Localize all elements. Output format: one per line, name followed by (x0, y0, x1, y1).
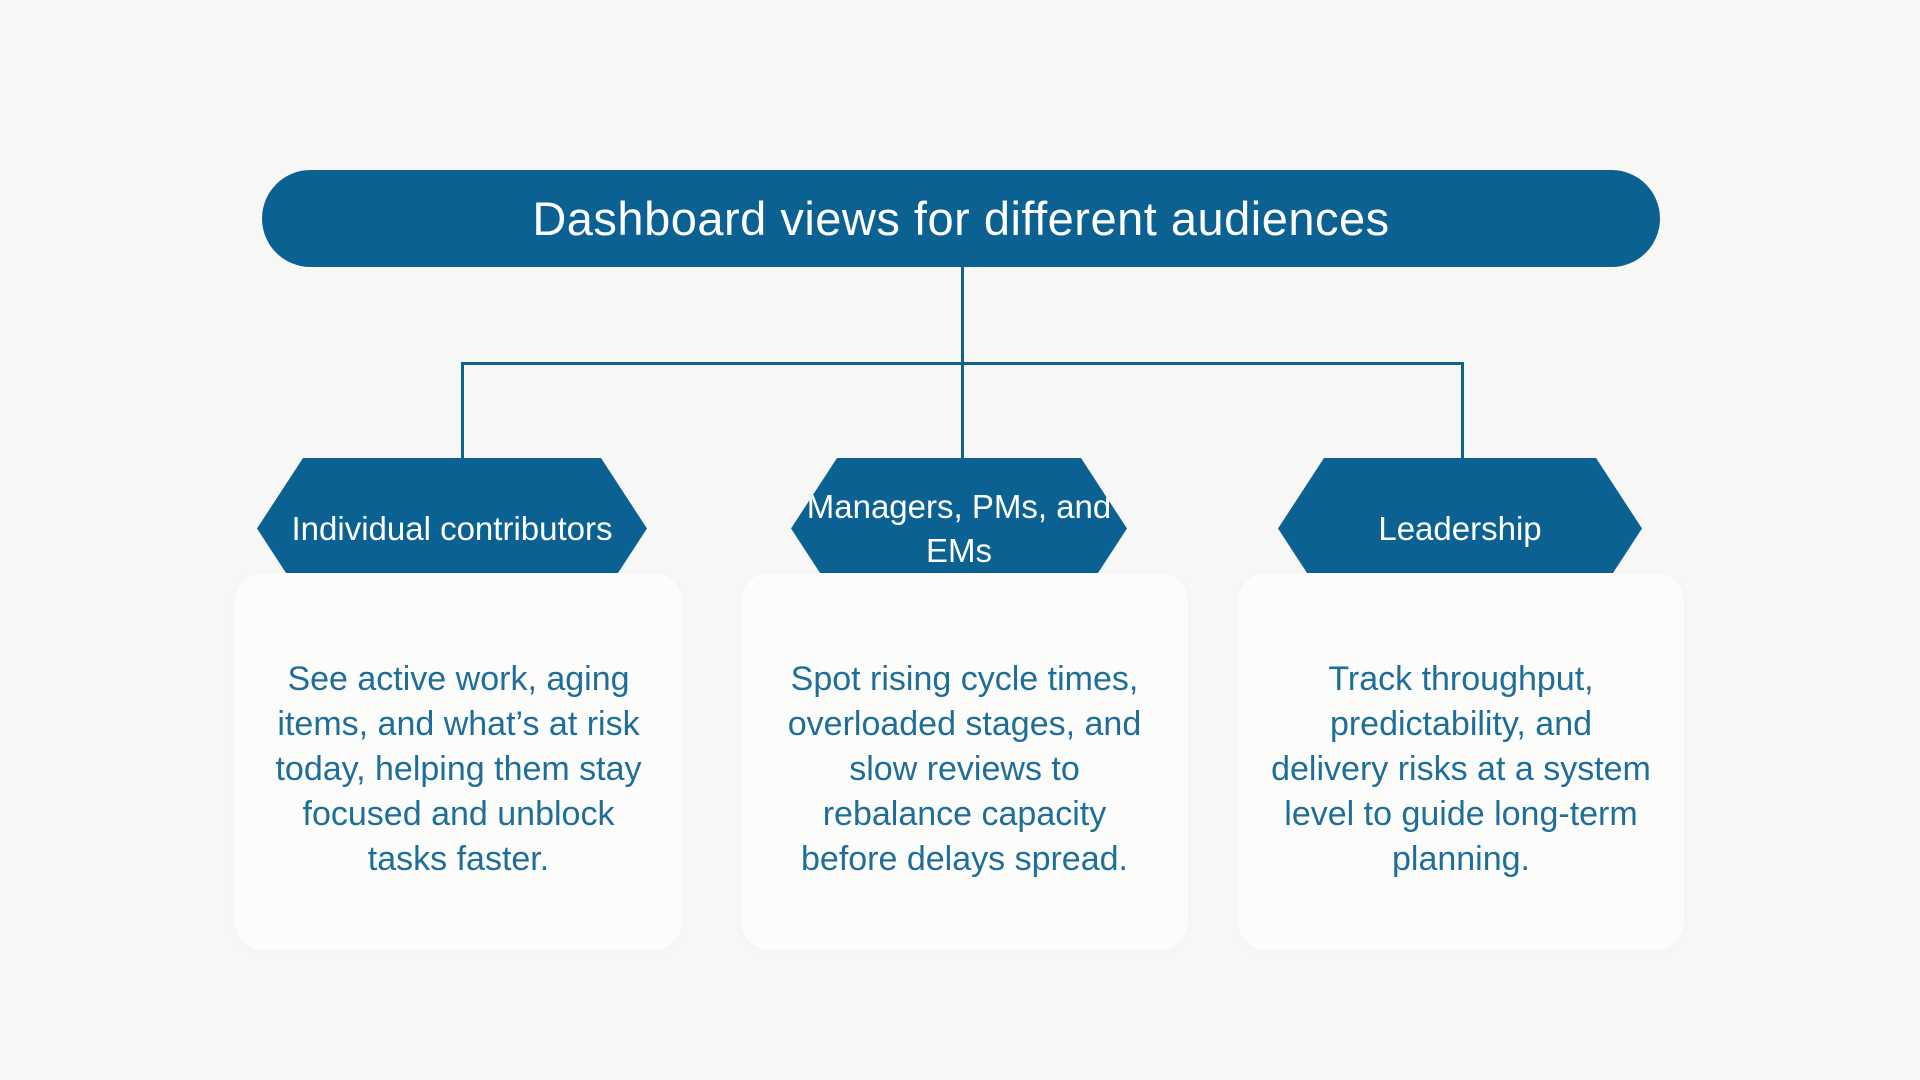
connector-drop-left (461, 362, 464, 459)
connector-drop-right (1461, 362, 1464, 459)
branch-label: Managers, PMs, and EMs (806, 487, 1112, 569)
branch-description: Track throughput, predictability, and de… (1271, 660, 1651, 878)
root-node: Dashboard views for different audiences (262, 170, 1660, 267)
description-card-leadership: Track throughput, predictability, and de… (1238, 573, 1684, 950)
connector-horizontal-bar (461, 362, 1464, 365)
description-card-managers-pms-ems: Spot rising cycle times, overloaded stag… (741, 573, 1188, 950)
description-card-individual-contributors: See active work, aging items, and what’s… (235, 573, 682, 950)
diagram-title: Dashboard views for different audiences (532, 192, 1390, 245)
branch-description: Spot rising cycle times, overloaded stag… (787, 660, 1142, 878)
branch-label: Leadership (1378, 509, 1542, 547)
branch-description: See active work, aging items, and what’s… (275, 660, 642, 878)
branch-label: Individual contributors (291, 509, 613, 547)
